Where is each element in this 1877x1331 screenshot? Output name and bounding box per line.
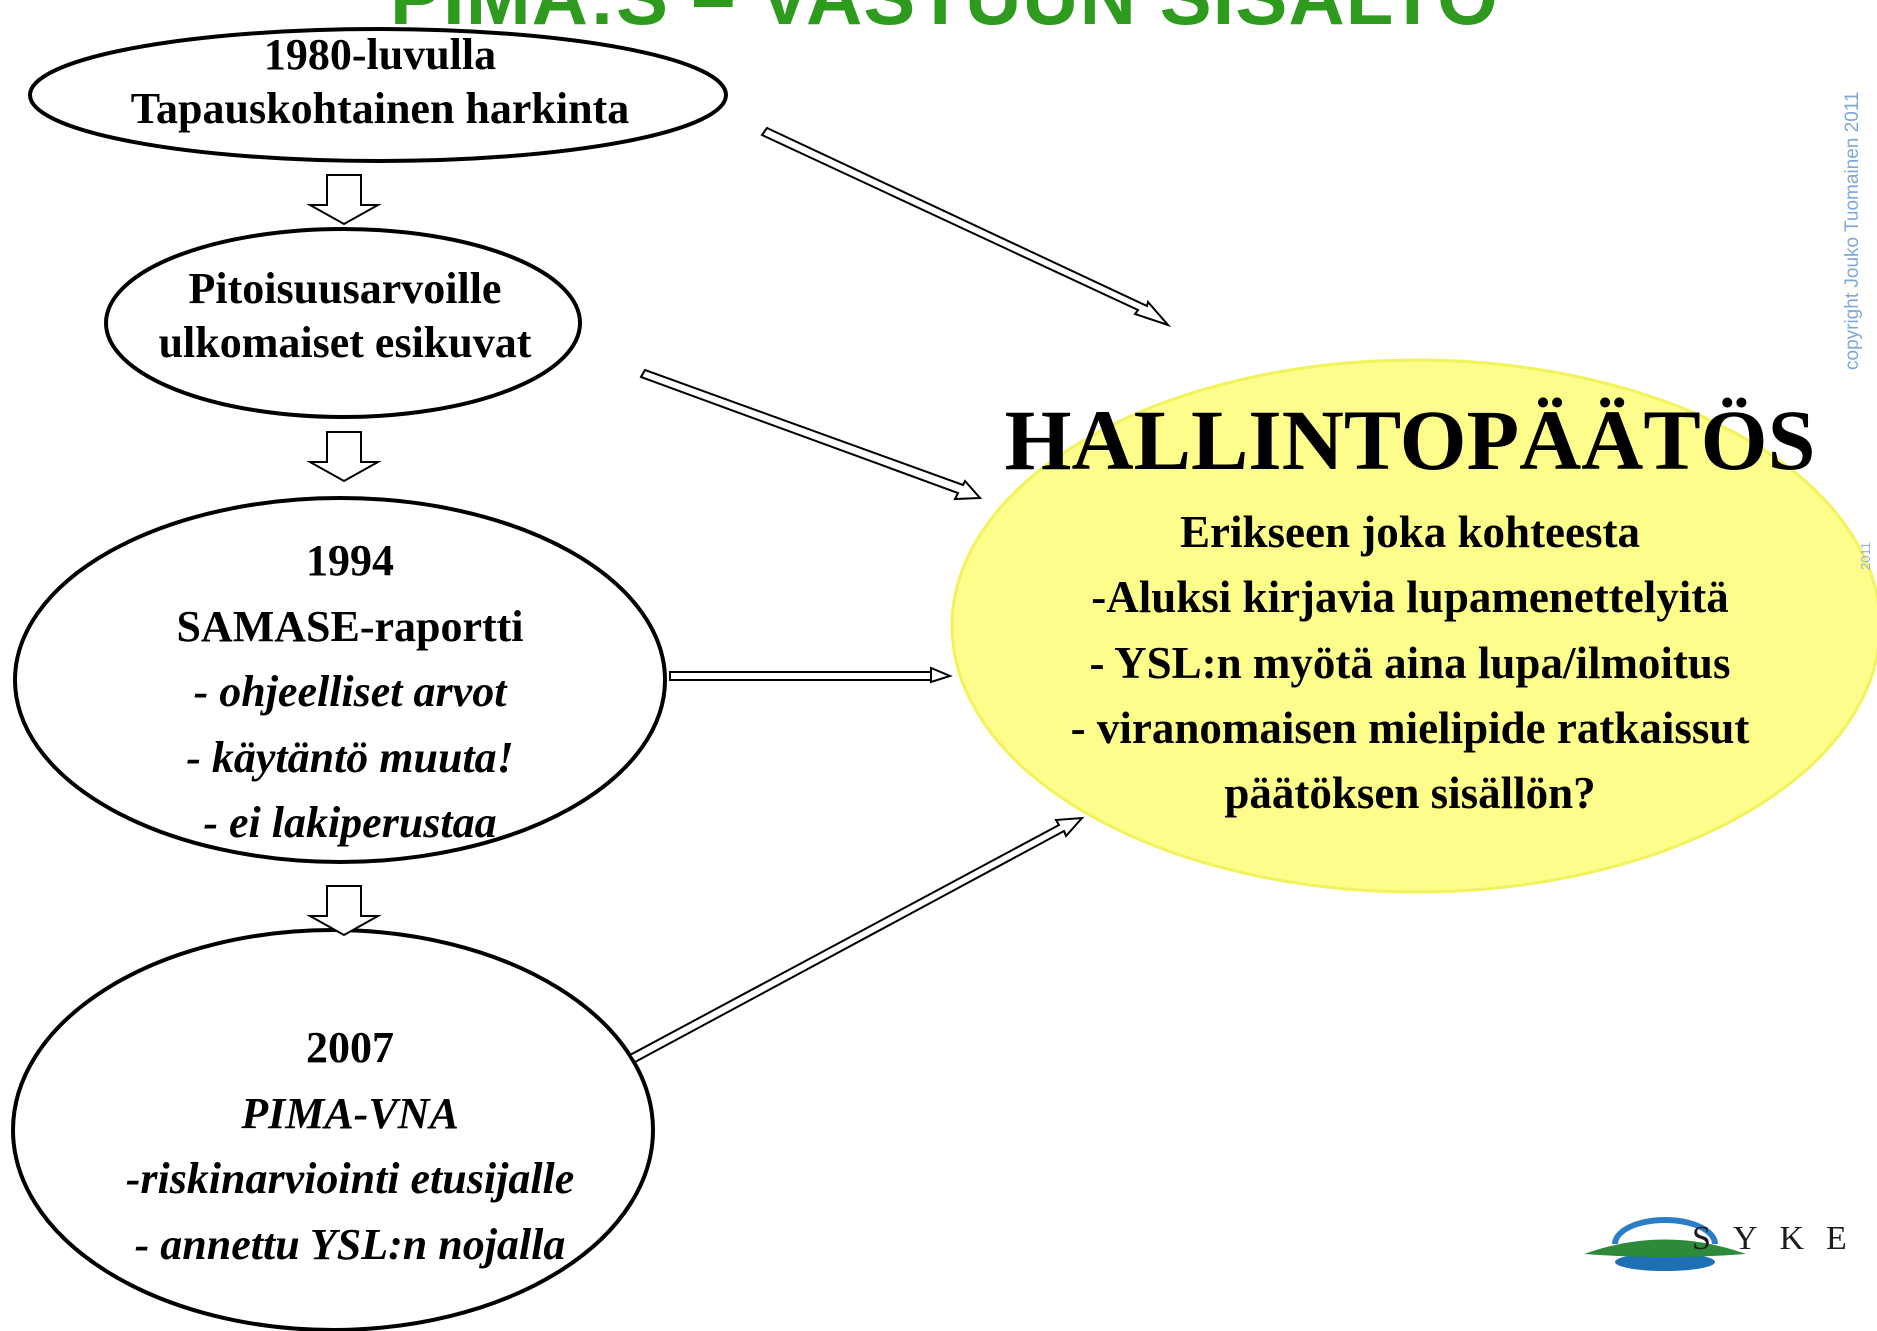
decision-line: - viranomaisen mielipide ratkaissut [1070,702,1750,753]
stage-pitoisuus-ellipse [104,227,582,419]
syke-logo-text: SYKE [1692,1220,1869,1257]
stage-1994-text: 1994 SAMASE-raportti - ohjeelliset arvot… [10,528,690,856]
syke-logo-mark [1584,1217,1746,1271]
stage-line: Tapauskohtainen harkinta [130,83,630,133]
slide-title: PIMA:S – VASTUUN SISÄLTÖ [390,0,1690,43]
stage-line: SAMASE-raportti [176,601,524,651]
stage-line: Pitoisuusarvoille [188,264,502,313]
stage-line: - ei lakiperustaa [203,798,497,848]
stage-line: PIMA-VNA [241,1088,459,1138]
stage-1994-ellipse [13,496,667,864]
decision-ellipse [950,358,1877,894]
down-arrow-1 [306,174,382,226]
decision-line: päätöksen sisällön? [1224,768,1596,818]
stage-line: 1980-luvulla [263,30,497,79]
decision-line: -Aluksi kirjavia lupamenettelyitä [1091,572,1729,623]
copyright-notice: copyright Jouko Tuomainen 2011 [1842,91,1863,371]
stage-2007-text: 2007 PIMA-VNA -riskinarviointi etusijall… [40,1015,660,1277]
stage-line: - käytäntö muuta! [186,732,514,782]
decision-text: Erikseen joka kohteesta -Aluksi kirjavia… [960,500,1860,826]
down-arrow-2 [306,431,382,483]
arrow-2007-to-decision [628,816,1085,1064]
stage-line: ulkomaiset esikuvat [158,317,532,367]
down-arrow-3 [306,885,382,937]
arrow-1980-to-decision [760,126,1172,328]
stage-line: 2007 [306,1023,394,1072]
arrow-pitoisuus-to-decision [639,368,983,501]
stage-line: 1994 [306,536,394,585]
decision-heading: HALLINTOPÄÄTÖS [1004,392,1816,488]
stage-1980-text: 1980-luvulla Tapauskohtainen harkinta [30,28,730,135]
stage-pitoisuus-text: Pitoisuusarvoille ulkomaiset esikuvat [100,262,590,369]
stage-1980-ellipse [28,27,728,163]
stage-line: -riskinarviointi etusijalle [125,1154,575,1204]
stage-2007-ellipse [11,928,655,1331]
decision-line: - YSL:n myötä aina lupa/ilmoitus [1089,637,1731,688]
stage-line: - annettu YSL:n nojalla [134,1219,566,1269]
copyright-year-fragment: 2011 [1858,542,1873,570]
arrow-1994-to-decision [669,666,953,684]
decision-line: Erikseen joka kohteesta [1180,507,1640,557]
stage-line: - ohjeelliset arvot [193,667,507,717]
